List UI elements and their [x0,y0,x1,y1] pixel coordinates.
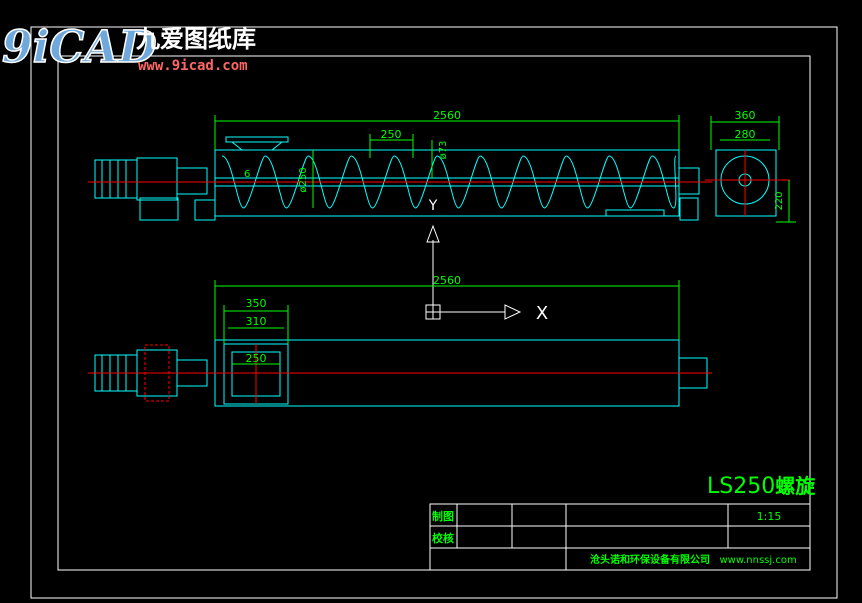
ucs-y-label: Y [428,198,438,214]
dim-flange-inner: 310 [246,315,267,328]
outlet-flange [605,209,665,217]
title-block: 制图 校核 1:15 沧头诺和环保设备有限公司 www.nnssj.com [429,503,811,571]
motor [94,159,138,199]
company-name: 沧头诺和环保设备有限公司 [590,553,710,566]
dim-pitch: 250 [381,128,402,141]
dim-small-mark: 6 [244,169,250,180]
dim-shaft-dia: ø73 [438,141,449,160]
end-bearing [678,167,700,195]
dim-end-height: 220 [774,191,785,210]
title-block-company: 沧头诺和环保设备有限公司 www.nnssj.com [590,553,797,566]
ucs-x-label: X [536,303,548,324]
logo-name: 九爱图纸库 [135,25,256,53]
dim-end-inner: 280 [735,128,756,141]
ucs-icon: Y X [425,198,548,324]
site-logo: 9iCAD 九爱图纸库 www.9icad.com [1,21,256,74]
company-website: www.nnssj.com [719,555,796,566]
end-view: 360 280 220 [705,109,796,223]
drawing-title-suffix: 螺旋 [775,474,816,498]
title-block-scale: 1:15 [757,510,782,523]
inner-frame [57,55,811,571]
dim-flange-outer: 350 [246,297,267,310]
dim-bottom-length: 2560 [433,274,461,287]
dim-end-outer: 360 [735,109,756,122]
logo-mark: 9iCAD [2,22,157,73]
dim-top-length: 2560 [433,109,461,122]
drawing-title: LS250螺旋 [707,474,816,499]
drawing-title-prefix: LS250 [707,474,775,499]
outer-frame [30,26,838,599]
title-block-checked: 校核 [432,531,454,545]
elevation-view: 2560 250 ø73 ø250 6 [88,109,712,221]
plan-view: 2560 350 310 250 [88,274,712,407]
title-block-drawn: 制图 [432,509,454,523]
dim-inlet: 250 [246,352,267,365]
reducer [136,157,178,201]
inlet-flange [225,136,289,143]
dim-screw-dia: ø250 [298,167,309,192]
logo-url: www.9icad.com [138,58,248,74]
